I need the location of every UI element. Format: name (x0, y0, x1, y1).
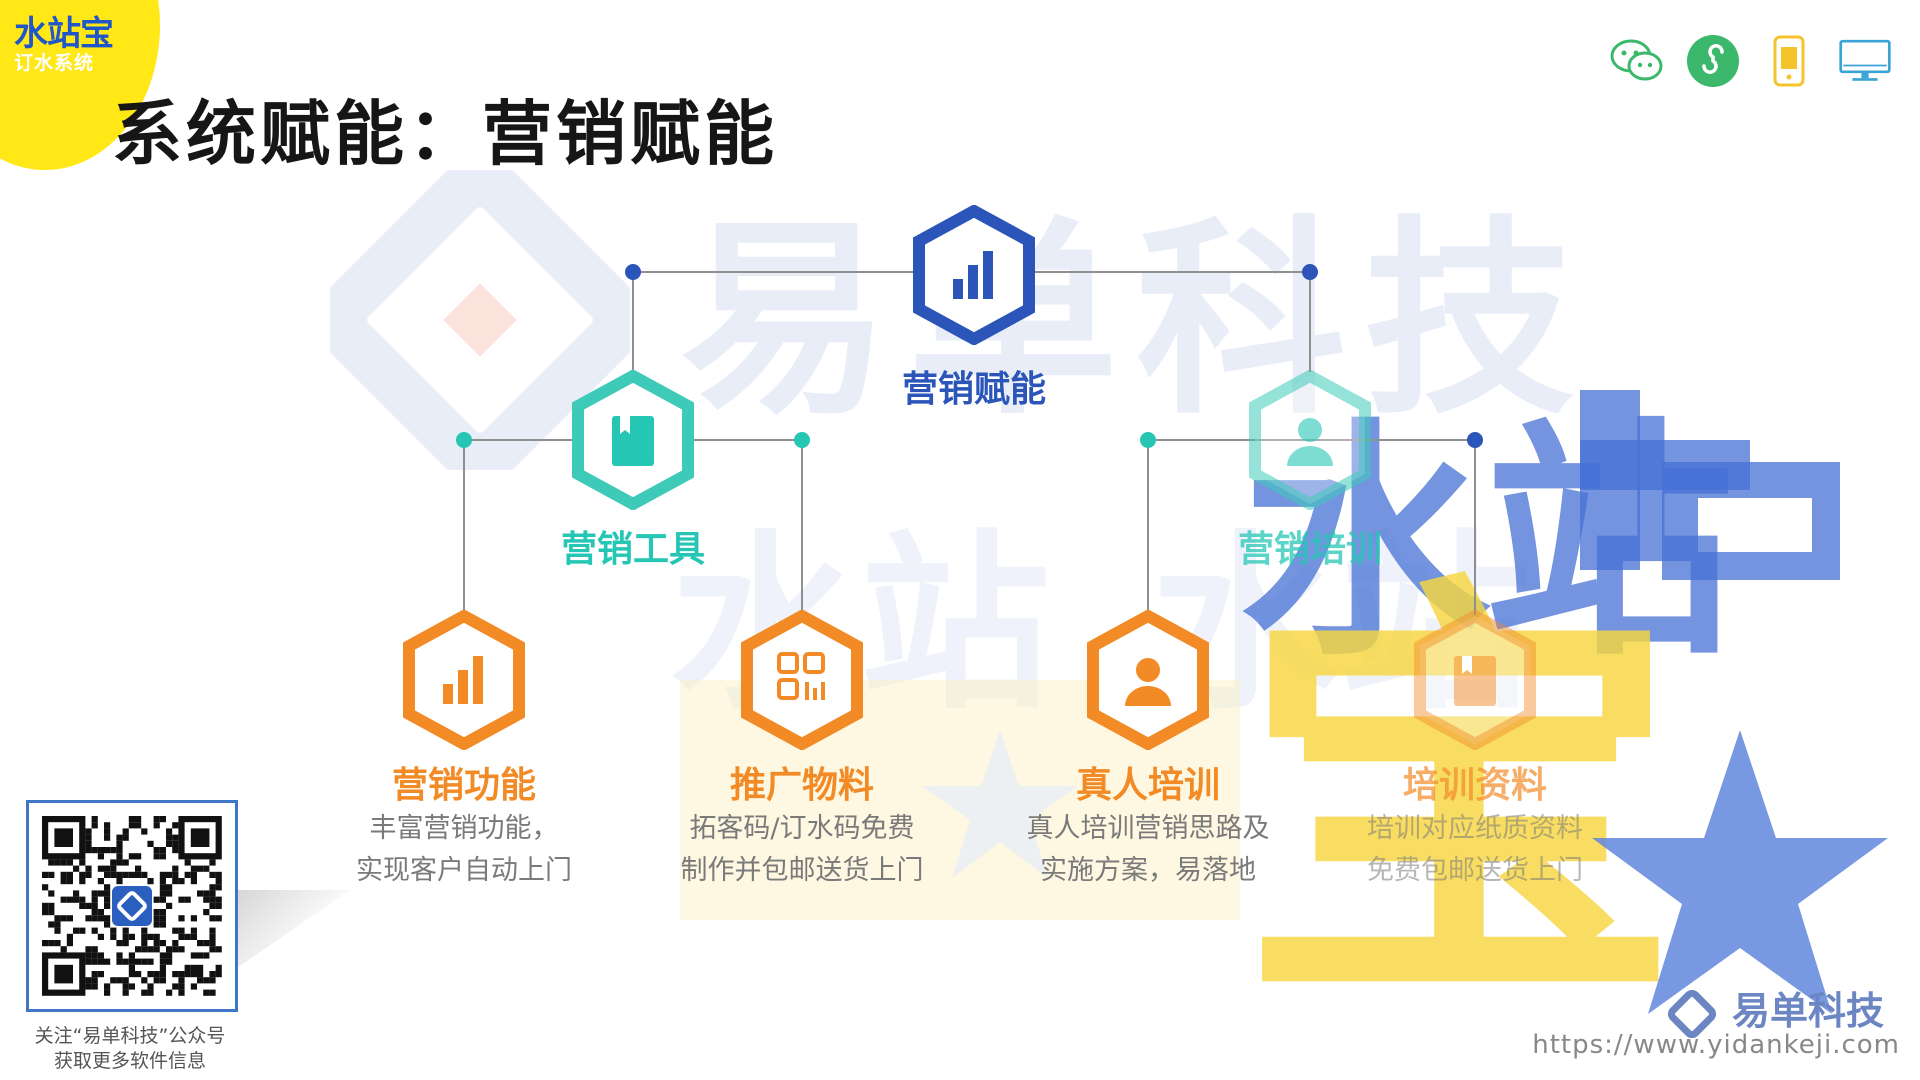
leaf-node-desc-marketing: 丰富营销功能， 实现客户自动上门 (356, 808, 572, 892)
qr-finder (42, 816, 86, 860)
desc-line: 真人培训营销思路及 (1026, 813, 1270, 844)
mini-program-icon[interactable] (1686, 34, 1740, 88)
star-watermark-small (922, 730, 1078, 878)
desktop-icon[interactable] (1838, 34, 1892, 88)
desc-line: 丰富营销功能， (369, 813, 559, 844)
connector-dot (625, 264, 641, 280)
person-icon (1125, 658, 1171, 706)
connector-dot (456, 432, 472, 448)
qr-finder (42, 952, 86, 996)
mid-node-label-tools: 营销工具 (560, 529, 706, 570)
desc-line: 实现客户自动上门 (356, 855, 572, 886)
book-icon (612, 416, 654, 466)
desc-line: 免费包邮送货上门 (1367, 855, 1583, 886)
root-node-label: 营销赋能 (901, 369, 1047, 410)
product-watermark-big-tail (1580, 390, 1840, 580)
book-icon (1454, 656, 1496, 706)
person-icon (1287, 418, 1333, 466)
mid-node-hexagon-tools (572, 370, 694, 510)
leaf-node-label-materials: 培训资料 (1402, 765, 1548, 806)
mid-node-label-training: 营销培训 (1237, 529, 1383, 570)
company-logo-icon (1667, 989, 1716, 1038)
connector-dot (1467, 432, 1483, 448)
qr-caption: 关注“易单科技”公众号 获取更多软件信息 (14, 1024, 246, 1074)
leaf-node-desc-materials: 培训对应纸质资料 免费包邮送货上门 (1367, 808, 1583, 892)
leaf-node-desc-promo: 拓客码/订水码免费 制作并包邮送货上门 (681, 808, 924, 892)
leaf-node-hexagon-promo (741, 610, 863, 750)
company-logo-watermark (330, 170, 630, 470)
qr-finder (178, 816, 222, 860)
brand-subtitle: 订水系统 (14, 52, 95, 74)
page-title: 系统赋能：营销赋能 (112, 93, 778, 175)
brand-name: 水站宝 (14, 14, 114, 54)
leaf-node-desc-live-training: 真人培训营销思路及 实施方案，易落地 (1027, 808, 1270, 892)
desc-line: 制作并包邮送货上门 (680, 855, 924, 886)
qr-caption-line-1: 关注“易单科技”公众号 (34, 1025, 226, 1047)
qr-code-pattern (42, 816, 222, 996)
star-watermark-big (1592, 730, 1888, 1014)
connector-dot (1302, 264, 1318, 280)
leaf-node-label-marketing: 营销功能 (391, 765, 537, 806)
leaf-node-hexagon-marketing (403, 610, 525, 750)
leaf-node-hexagon-materials (1414, 610, 1536, 750)
mid-node-hexagon-training (1249, 370, 1371, 510)
footer-logo: 易单科技 (1665, 980, 1884, 1041)
qr-grid-icon (777, 652, 825, 700)
wechat-icon[interactable] (1610, 34, 1664, 88)
connector-dot (794, 432, 810, 448)
root-node-hexagon (913, 205, 1035, 345)
desc-line: 拓客码/订水码免费 (689, 813, 915, 844)
leaf-node-label-live-training: 真人培训 (1075, 765, 1221, 806)
footer-url[interactable]: https://www.yidankeji.com (1532, 1030, 1900, 1060)
mobile-icon[interactable] (1762, 34, 1816, 88)
leaf-node-hexagon-live-training (1087, 610, 1209, 750)
bar-chart-icon (953, 251, 993, 299)
qr-code[interactable] (26, 800, 238, 1012)
qr-center-logo-icon (112, 886, 152, 926)
bar-chart-icon (443, 656, 483, 704)
top-icon-bar (1610, 34, 1892, 88)
desc-line: 培训对应纸质资料 (1367, 813, 1583, 844)
qr-caption-line-2: 获取更多软件信息 (53, 1050, 206, 1072)
connector-dot (1140, 432, 1156, 448)
desc-line: 实施方案，易落地 (1040, 855, 1256, 886)
leaf-node-label-promo: 推广物料 (729, 765, 875, 806)
footer-logo-text: 易单科技 (1731, 989, 1884, 1033)
